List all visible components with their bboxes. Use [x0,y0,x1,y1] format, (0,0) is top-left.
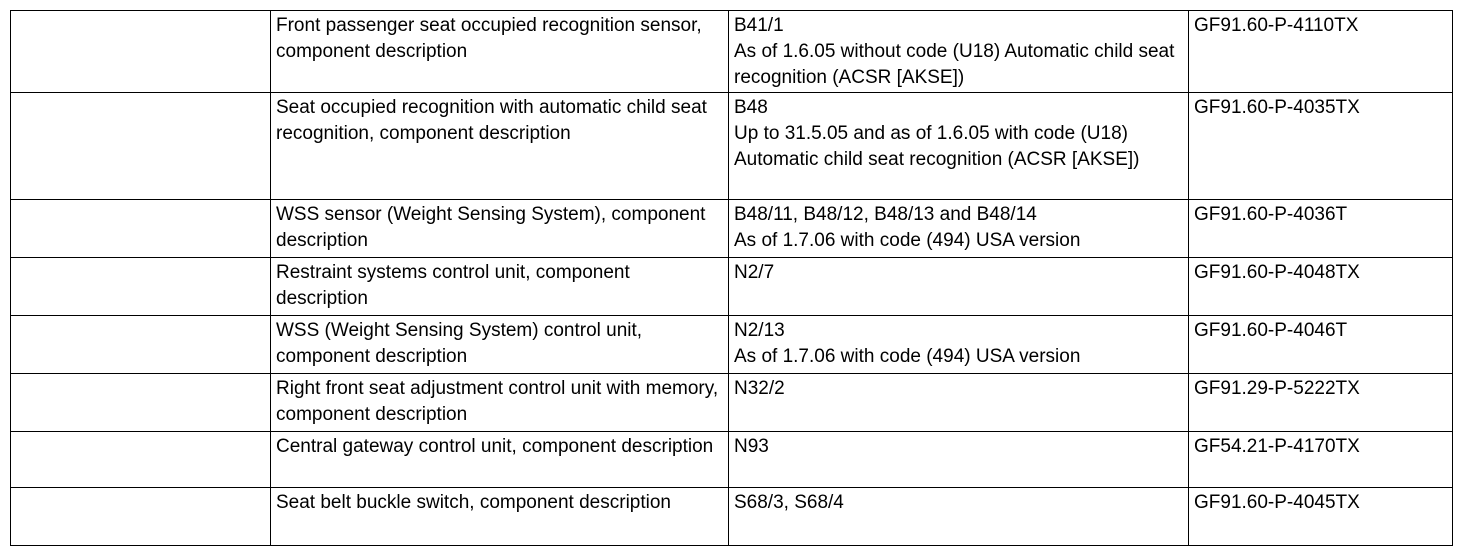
table-row: WSS sensor (Weight Sensing System), comp… [10,199,1453,258]
component-code: B48/11, B48/12, B48/13 and B48/14 [734,204,1037,225]
document-number-cell: GF54.21-P-4170TX [1188,431,1453,488]
table-row: Central gateway control unit, component … [10,431,1453,488]
component-code: B41/1 [734,15,784,36]
table-row: WSS (Weight Sensing System) control unit… [10,315,1453,374]
blank-cell [10,315,271,374]
code-cell: N93 [728,431,1189,488]
code-cell: N2/7 [728,257,1189,316]
code-cell: S68/3, S68/4 [728,487,1189,546]
applicability-note: As of 1.7.06 with code (494) USA version [734,346,1081,367]
component-cell: Seat belt buckle switch, component descr… [270,487,729,546]
code-cell: B48/11, B48/12, B48/13 and B48/14 As of … [728,199,1189,258]
applicability-note: As of 1.7.06 with code (494) USA version [734,230,1081,251]
component-cell: WSS sensor (Weight Sensing System), comp… [270,199,729,258]
blank-cell [10,199,271,258]
code-cell: N2/13 As of 1.7.06 with code (494) USA v… [728,315,1189,374]
document-number-cell: GF91.60-P-4110TX [1188,10,1453,93]
component-code: B48 [734,97,768,118]
component-cell: Seat occupied recognition with automatic… [270,92,729,200]
table-row: Seat belt buckle switch, component descr… [10,487,1453,546]
document-number-cell: GF91.29-P-5222TX [1188,373,1453,432]
table-row: Seat occupied recognition with automatic… [10,92,1453,200]
applicability-note: Up to 31.5.05 and as of 1.6.05 with code… [734,123,1140,170]
table-row: Front passenger seat occupied recognitio… [10,10,1453,93]
component-table: Front passenger seat occupied recognitio… [10,10,1453,546]
blank-cell [10,92,271,200]
component-code: N32/2 [734,378,785,399]
component-cell: Front passenger seat occupied recognitio… [270,10,729,93]
applicability-note: As of 1.6.05 without code (U18) Automati… [734,41,1175,88]
code-cell: B41/1 As of 1.6.05 without code (U18) Au… [728,10,1189,93]
document-number-cell: GF91.60-P-4045TX [1188,487,1453,546]
component-cell: Restraint systems control unit, componen… [270,257,729,316]
component-code: N2/13 [734,320,785,341]
table-row: Right front seat adjustment control unit… [10,373,1453,432]
blank-cell [10,257,271,316]
blank-cell [10,487,271,546]
blank-cell [10,373,271,432]
document-number-cell: GF91.60-P-4035TX [1188,92,1453,200]
component-code: N93 [734,436,769,457]
document-number-cell: GF91.60-P-4048TX [1188,257,1453,316]
blank-cell [10,10,271,93]
document-number-cell: GF91.60-P-4036T [1188,199,1453,258]
code-cell: B48 Up to 31.5.05 and as of 1.6.05 with … [728,92,1189,200]
blank-cell [10,431,271,488]
code-cell: N32/2 [728,373,1189,432]
document-number-cell: GF91.60-P-4046T [1188,315,1453,374]
component-cell: Central gateway control unit, component … [270,431,729,488]
component-code: S68/3, S68/4 [734,492,844,513]
component-code: N2/7 [734,262,775,283]
component-cell: Right front seat adjustment control unit… [270,373,729,432]
component-cell: WSS (Weight Sensing System) control unit… [270,315,729,374]
table-row: Restraint systems control unit, componen… [10,257,1453,316]
